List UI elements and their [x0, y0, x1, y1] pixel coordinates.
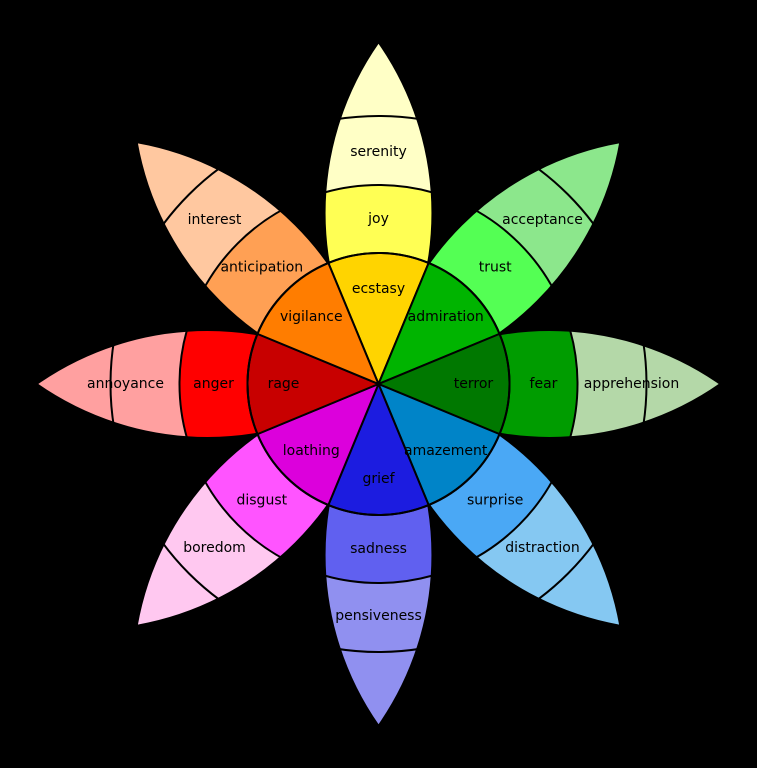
- sadness-petal-divider-arc-2: [324, 384, 433, 653]
- fear-petal-divider-arc-1: [378, 330, 579, 438]
- joy-petal-divider-arc-1: [324, 184, 433, 384]
- sadness-petal-divider-arc-1: [324, 384, 433, 584]
- label-pensiveness: pensiveness: [335, 608, 422, 624]
- anger-petal-divider-arc-2: [109, 330, 379, 438]
- label-rage: rage: [268, 376, 300, 392]
- label-distraction: distraction: [505, 540, 579, 556]
- disgust-petal-divider-arc-1: [178, 345, 417, 584]
- label-interest: interest: [188, 212, 242, 228]
- label-grief: grief: [362, 471, 395, 487]
- label-apprehension: apprehension: [584, 376, 679, 392]
- label-acceptance: acceptance: [502, 212, 583, 228]
- anticipation-petal-divider-arc-2: [109, 114, 417, 423]
- label-boredom: boredom: [183, 540, 246, 556]
- label-loathing: loathing: [283, 443, 340, 459]
- label-amazement: amazement: [404, 443, 488, 459]
- label-serenity: serenity: [350, 144, 407, 160]
- label-joy: joy: [367, 211, 389, 227]
- label-disgust: disgust: [236, 493, 287, 509]
- anticipation-petal-divider-arc-1: [178, 184, 417, 423]
- surprise-petal-divider-arc-1: [340, 345, 579, 584]
- label-annoyance: annoyance: [87, 376, 164, 392]
- trust-petal-divider-arc-1: [340, 184, 579, 423]
- label-vigilance: vigilance: [280, 309, 343, 325]
- label-sadness: sadness: [350, 541, 407, 557]
- label-ecstasy: ecstasy: [352, 281, 405, 297]
- label-surprise: surprise: [467, 493, 523, 509]
- label-admiration: admiration: [408, 309, 484, 325]
- trust-petal-divider-arc-2: [340, 114, 648, 423]
- label-fear: fear: [530, 376, 558, 392]
- joy-petal-divider-arc-2: [324, 115, 433, 384]
- label-trust: trust: [479, 259, 512, 275]
- label-anger: anger: [193, 376, 234, 392]
- surprise-petal-divider-arc-2: [340, 345, 648, 653]
- central-circle-outline: [246, 252, 511, 516]
- fear-petal-divider-arc-2: [378, 330, 648, 438]
- label-anticipation: anticipation: [220, 259, 303, 275]
- disgust-petal-divider-arc-2: [109, 345, 417, 653]
- label-terror: terror: [454, 376, 494, 392]
- anger-petal-divider-arc-1: [178, 330, 379, 438]
